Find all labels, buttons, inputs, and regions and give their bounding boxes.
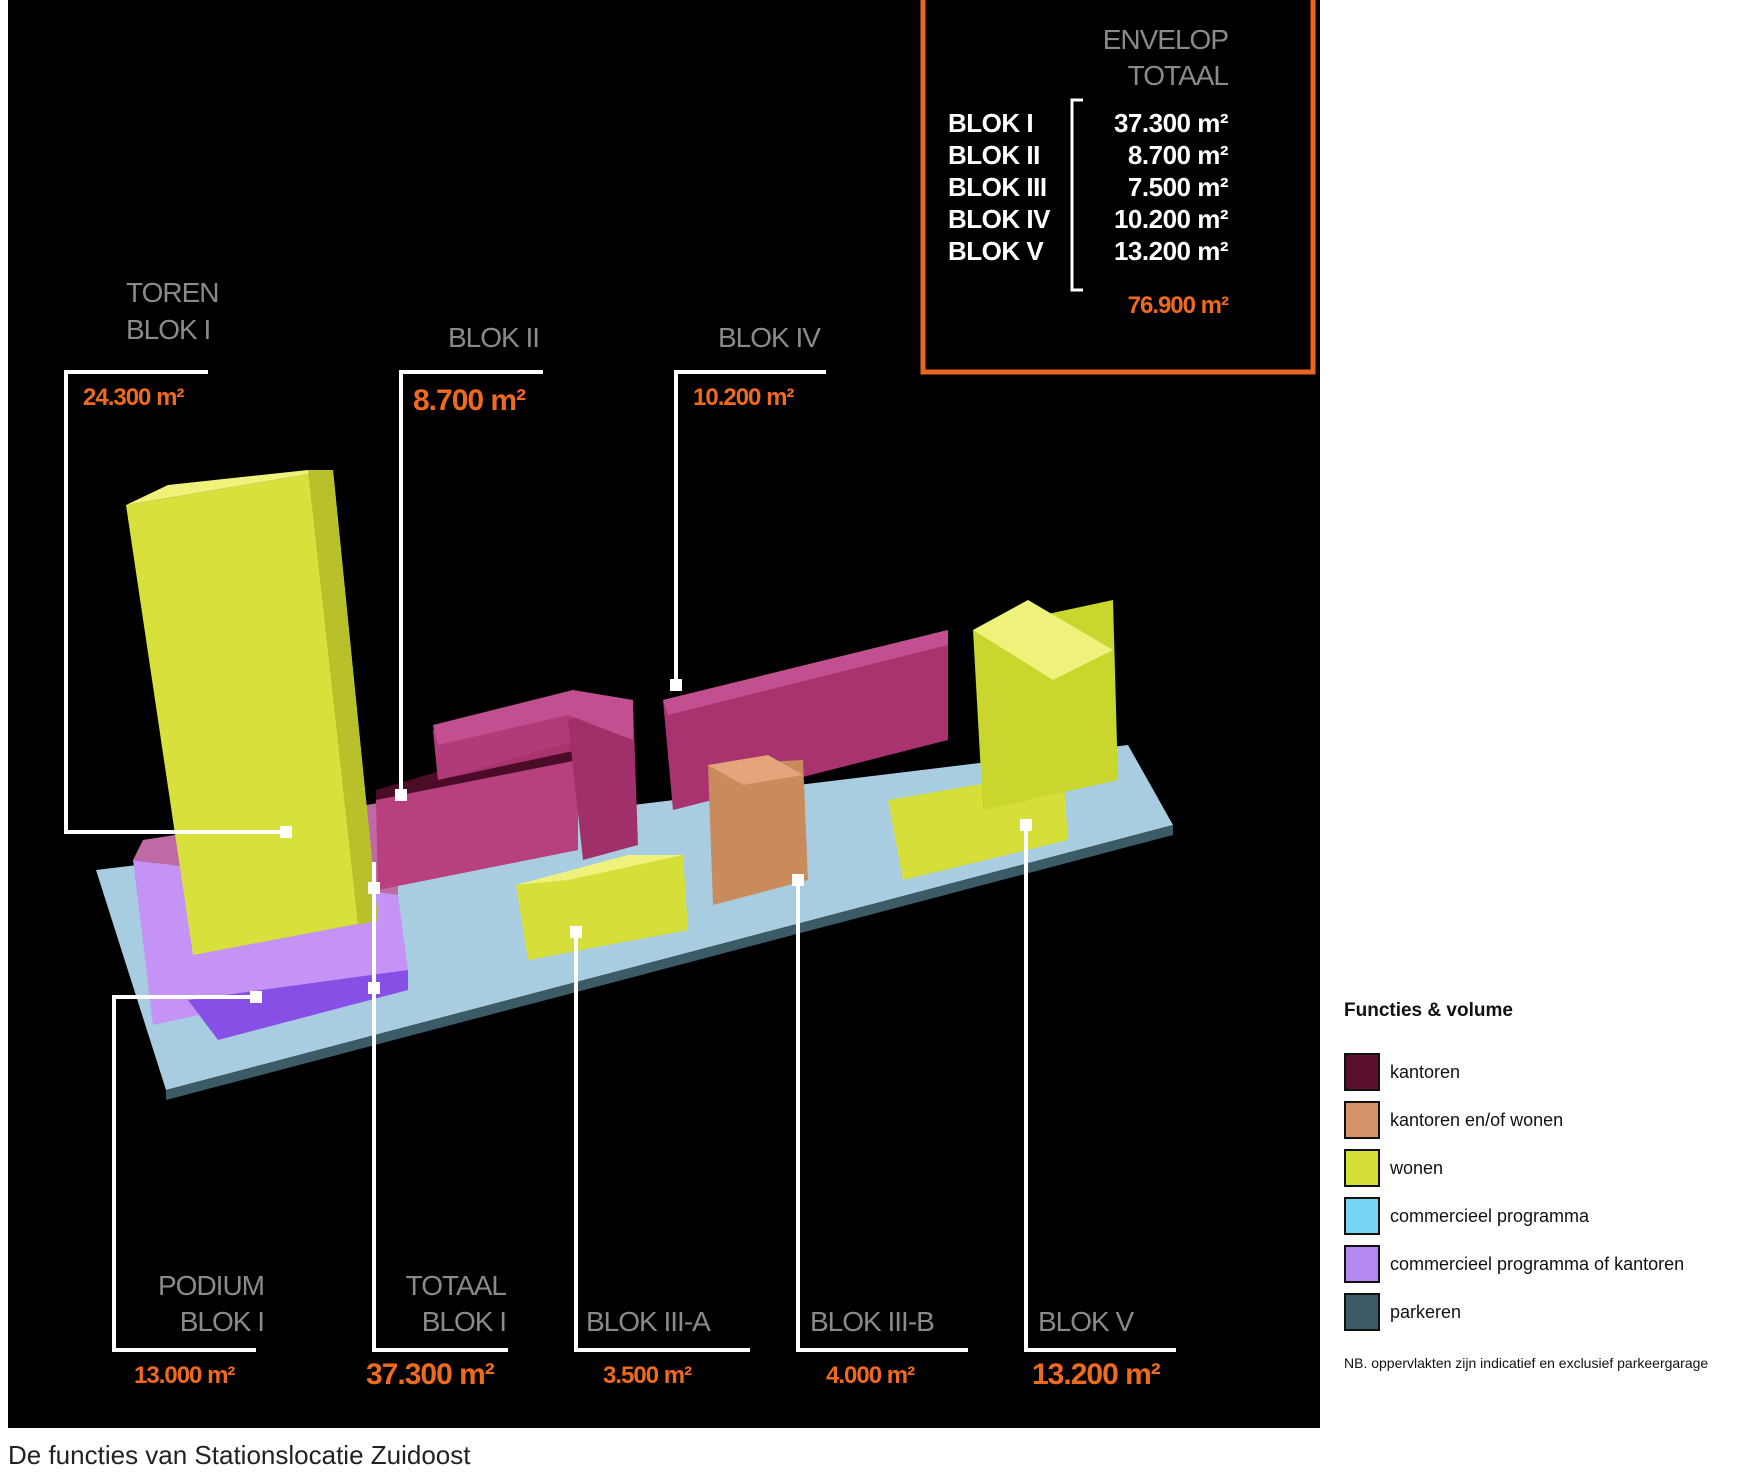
legend-label: parkeren — [1390, 1301, 1462, 1322]
envelop-row-name: BLOK III — [948, 172, 1047, 202]
blok-3b-roof — [708, 755, 803, 785]
toren-roof — [126, 470, 333, 505]
leader-blok-3a — [574, 932, 750, 1352]
label-podium-area: 13.000 m² — [134, 1362, 235, 1389]
envelop-row-name: BLOK V — [948, 236, 1044, 266]
label-podium-line2: BLOK I — [179, 1306, 265, 1337]
blok-3b — [708, 760, 808, 905]
legend-label: commercieel programma — [1390, 1205, 1590, 1226]
legend-swatch — [1344, 1149, 1380, 1187]
envelop-row-area: 37.300 m² — [1113, 108, 1229, 138]
envelop-row-name: BLOK IV — [948, 204, 1050, 234]
label-blok5-area: 13.200 m² — [1032, 1358, 1161, 1391]
envelop-row-area: 13.200 m² — [1113, 236, 1229, 266]
blok-2-right — [568, 700, 638, 860]
envelop-title-1: ENVELOP — [1102, 24, 1229, 55]
label-blok2: BLOK II — [448, 322, 540, 353]
leader-toren — [64, 370, 286, 834]
figure-caption: De functies van Stationslocatie Zuidoost — [8, 1440, 471, 1470]
legend-label: wonen — [1390, 1157, 1444, 1178]
leader-totaal — [372, 862, 508, 1352]
envelop-bracket — [1070, 98, 1083, 292]
label-blok3a: BLOK III-A — [586, 1306, 711, 1337]
legend-swatch — [1344, 1101, 1380, 1139]
envelop-row-area: 10.200 m² — [1113, 204, 1229, 234]
legend-item: commercieel programma of kantoren — [1344, 1240, 1754, 1288]
toren-side — [308, 470, 378, 925]
blok-3a-roof — [516, 855, 683, 885]
massing-diagram — [64, 0, 1316, 1352]
label-blok4: BLOK IV — [718, 322, 821, 353]
podium-side — [188, 970, 408, 1040]
blok-4-roof — [663, 630, 948, 715]
parking-edge — [166, 825, 1173, 1100]
legend-item: kantoren — [1344, 1048, 1754, 1096]
legend-label: kantoren en/of wonen — [1390, 1109, 1564, 1130]
leader-lines — [64, 370, 1176, 1352]
leader-dots — [250, 679, 1032, 1003]
legend-item: wonen — [1344, 1144, 1754, 1192]
leader-blok-3b — [796, 880, 968, 1352]
label-blok5: BLOK V — [1038, 1306, 1134, 1337]
label-toren-area: 24.300 m² — [83, 384, 184, 411]
envelop-row-name: BLOK I — [948, 108, 1034, 138]
envelop-row-name: BLOK II — [948, 140, 1040, 170]
legend-swatch — [1344, 1053, 1380, 1091]
label-blok2-area: 8.700 m² — [413, 384, 526, 417]
label-toren-line1: TOREN — [126, 277, 219, 308]
blok-2-front-low — [376, 760, 578, 890]
leader-blok-5 — [1024, 825, 1176, 1352]
legend-title: Functies & volume — [1344, 1000, 1513, 1021]
leader-blok-2 — [399, 370, 543, 795]
label-totaal-line2: BLOK I — [421, 1306, 507, 1337]
envelop-frame — [920, 0, 1316, 375]
label-blok3b-area: 4.000 m² — [826, 1362, 915, 1389]
label-blok4-area: 10.200 m² — [693, 384, 794, 411]
leader-podium — [112, 995, 256, 1352]
envelop-row-area: 7.500 m² — [1127, 172, 1229, 202]
legend-item: kantoren en/of wonen — [1344, 1096, 1754, 1144]
label-blok3a-area: 3.500 m² — [603, 1362, 692, 1389]
envelop-title-2: TOTAAL — [1127, 60, 1229, 91]
legend-swatch — [1344, 1197, 1380, 1235]
legend-label: kantoren — [1390, 1061, 1461, 1082]
label-blok3b: BLOK III-B — [810, 1306, 935, 1337]
label-totaal-area: 37.300 m² — [366, 1358, 495, 1391]
leader-blok-4 — [674, 370, 826, 685]
legend-swatch — [1344, 1245, 1380, 1283]
legend-label: commercieel programma of kantoren — [1390, 1253, 1685, 1274]
blok-3a — [516, 855, 688, 960]
legend-item: commercieel programma — [1344, 1192, 1754, 1240]
envelop-row-area: 8.700 m² — [1127, 140, 1229, 170]
diagram-panel: ENVELOP TOTAAL BLOK I 37.300 m² BLOK II … — [8, 0, 1320, 1428]
legend-note: NB. oppervlakten zijn indicatief en excl… — [1344, 1355, 1709, 1371]
legend-item: parkeren — [1344, 1288, 1754, 1336]
legend: Functies & volume kantoren kantoren en/o… — [1344, 1000, 1754, 1372]
legend-swatch — [1344, 1293, 1380, 1331]
blok-5-roof — [973, 600, 1113, 680]
label-toren-line2: BLOK I — [126, 314, 211, 345]
label-totaal-line1: TOTAAL — [405, 1270, 507, 1301]
envelop-total: 76.900 m² — [1127, 292, 1229, 319]
blok-2-roof — [433, 690, 633, 745]
label-podium-line1: PODIUM — [158, 1270, 265, 1301]
